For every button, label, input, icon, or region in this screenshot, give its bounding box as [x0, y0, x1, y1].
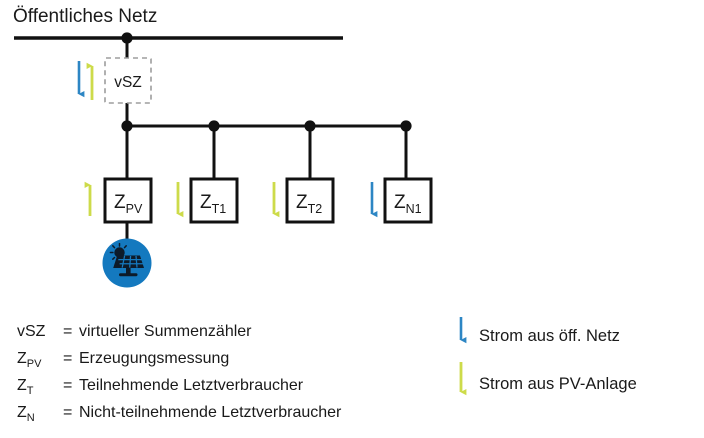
page-title: Öffentliches Netz [13, 6, 157, 27]
pv-icon-sun [114, 247, 125, 258]
meter-box-z-t2 [285, 177, 335, 224]
vsz-label: vSZ [114, 74, 142, 91]
legend-right: Strom aus öff. Netz Strom aus PV-Anlage [459, 317, 637, 396]
legend-eq-zpv: = [63, 350, 72, 367]
legend-label-grid: Strom aus öff. Netz [479, 327, 620, 345]
legend-desc-vsz: virtueller Summenzähler [79, 323, 252, 340]
meter-label-z-t1: ZT1 [200, 192, 226, 216]
meter-z-pv[interactable]: ZPV [103, 177, 153, 224]
solar-panel-icon [102, 238, 152, 288]
meter-box-z-n1 [383, 177, 433, 224]
legend-eq-vsz: = [63, 323, 72, 340]
vsz-box [104, 57, 152, 104]
legend-left: vSZ = virtueller Summenzähler ZPV = Erze… [17, 323, 342, 424]
meter-box-z-pv [103, 177, 153, 224]
legend-eq-zn: = [63, 404, 72, 421]
meter-box-z-t1 [189, 177, 239, 224]
legend-desc-zt: Teilnehmende Letztverbraucher [79, 377, 304, 394]
meter-z-n1[interactable]: ZN1 [383, 177, 433, 224]
legend-row-vsz: vSZ [17, 323, 46, 340]
legend-eq-zt: = [63, 377, 72, 394]
meter-label-z-n1: ZN1 [394, 192, 422, 216]
legend-desc-zpv: Erzeugungsmessung [79, 350, 229, 367]
legend-label-pv: Strom aus PV-Anlage [479, 375, 637, 393]
meter-z-t2[interactable]: ZT2 [285, 177, 335, 224]
meter-label-z-t2: ZT2 [296, 192, 322, 216]
pv-icon-panel [113, 255, 144, 277]
legend-row-zn: ZN [17, 404, 35, 424]
legend-desc-zn: Nicht-teilnehmende Letztverbraucher [79, 404, 342, 421]
meter-z-t1[interactable]: ZT1 [189, 177, 239, 224]
legend-row-zpv: ZPV [17, 350, 42, 370]
pv-icon-sun-rays [109, 242, 127, 260]
legend-row-zt: ZT [17, 377, 34, 397]
meter-label-z-pv: ZPV [114, 192, 143, 216]
